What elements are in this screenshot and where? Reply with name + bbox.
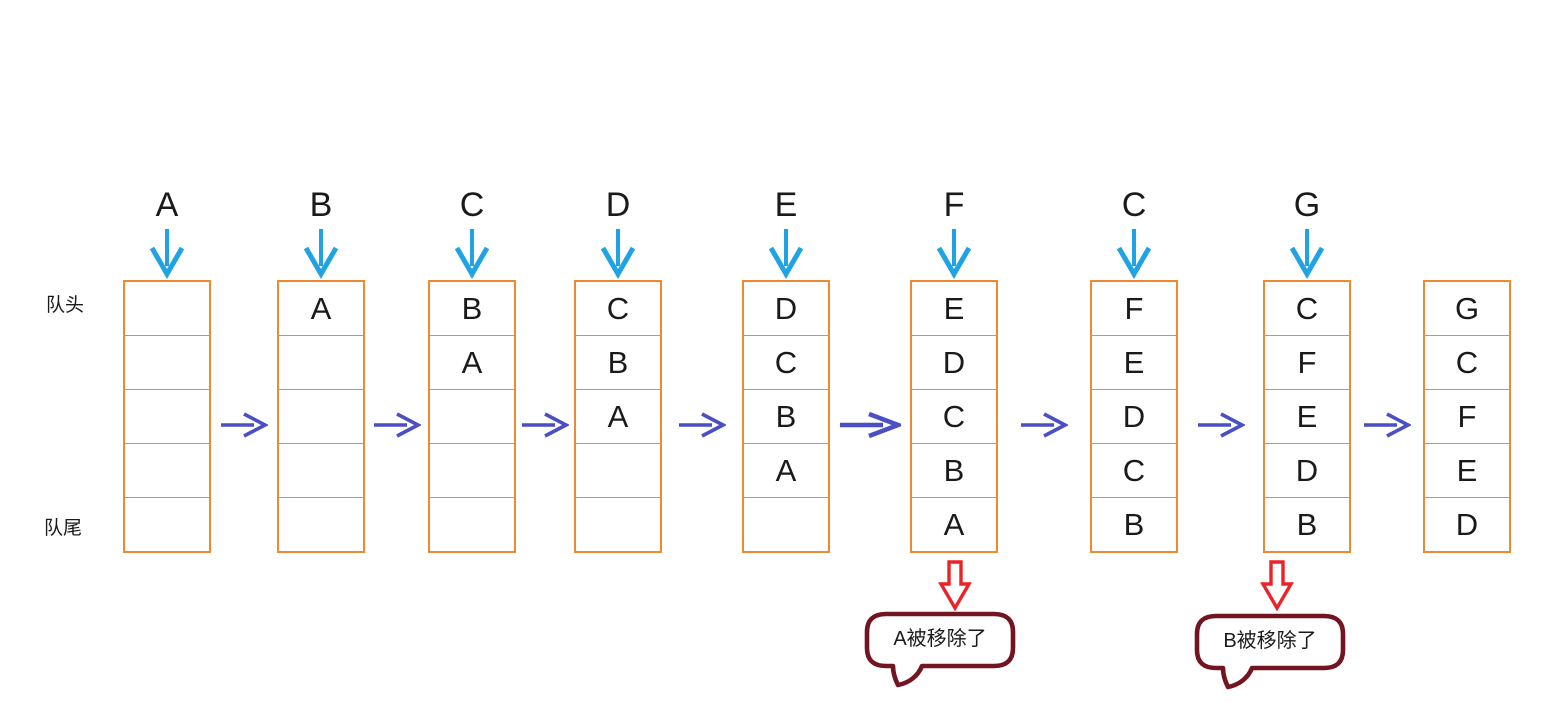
dequeue-arrow-icon — [938, 560, 972, 612]
queue-cell-9-5: D — [1455, 507, 1479, 542]
queue-cell-2-4 — [279, 444, 363, 498]
queue-column-1 — [123, 280, 211, 553]
queue-cell-6-2: D — [912, 336, 996, 390]
queue-cell-5-2: C — [744, 336, 828, 390]
incoming-letter: F — [943, 186, 965, 224]
queue-cell-8-3: E — [1265, 390, 1349, 444]
queue-cell-7-1: F — [1092, 282, 1176, 336]
queue-cell-5-4: A — [744, 444, 828, 498]
queue-column-2: A — [277, 280, 365, 553]
incoming-letter: B — [309, 186, 333, 224]
queue-cell-5-3: B — [744, 390, 828, 444]
queue-cell-4-5 — [576, 498, 660, 551]
incoming-letter: D — [605, 186, 631, 224]
queue-cell-3-5 — [430, 498, 514, 551]
dequeue-note: A被移除了 — [893, 628, 987, 650]
queue-cell-3-1: B — [430, 282, 514, 336]
queue-cell-1-4 — [125, 444, 209, 498]
incoming-letter: C — [459, 186, 485, 224]
enqueue-arrow-icon — [1289, 228, 1325, 280]
queue-cell-7-3: D — [1092, 390, 1176, 444]
speech-bubble — [1192, 612, 1348, 692]
dequeue-arrow-icon — [1260, 560, 1294, 612]
step-arrow-icon — [521, 411, 570, 439]
queue-cell-6-4: B — [912, 444, 996, 498]
queue-cell-3-3 — [430, 390, 514, 444]
step-arrow-icon — [1197, 411, 1246, 439]
queue-cell-8-1: C — [1265, 282, 1349, 336]
queue-cell-2-1: A — [279, 282, 363, 336]
queue-cell-4-3: A — [576, 390, 660, 444]
queue-cell-7-2: E — [1092, 336, 1176, 390]
step-arrow-icon — [220, 411, 269, 439]
queue-cell-1-3 — [125, 390, 209, 444]
queue-cell-3-2: A — [430, 336, 514, 390]
incoming-letter: G — [1293, 186, 1321, 224]
queue-cell-8-2: F — [1265, 336, 1349, 390]
enqueue-arrow-icon — [303, 228, 339, 280]
enqueue-arrow-icon — [768, 228, 804, 280]
queue-cell-3-4 — [430, 444, 514, 498]
dequeue-note: B被移除了 — [1223, 630, 1317, 652]
queue-cell-9-1: G — [1425, 282, 1509, 336]
queue-cell-9-2: C — [1425, 336, 1509, 390]
step-arrow-icon — [1363, 411, 1412, 439]
queue-cell-2-3 — [279, 390, 363, 444]
queue-cell-8-4: D — [1265, 444, 1349, 498]
queue-cell-4-1: C — [576, 282, 660, 336]
queue-cell-1-2 — [125, 336, 209, 390]
queue-cell-5-1: D — [744, 282, 828, 336]
queue-cell-9-4: E — [1425, 444, 1509, 498]
queue-cell-6-3: C — [912, 390, 996, 444]
queue-cell-7-4: C — [1092, 444, 1176, 498]
incoming-letter: C — [1121, 186, 1147, 224]
step-arrow-icon — [1020, 411, 1069, 439]
queue-cell-2-5 — [279, 498, 363, 551]
queue-cell-4-4 — [576, 444, 660, 498]
step-arrow-icon — [839, 411, 905, 439]
queue-tail-label: 队尾 — [44, 518, 83, 539]
enqueue-arrow-icon — [1116, 228, 1152, 280]
queue-cell-8-5: B — [1296, 507, 1318, 542]
queue-cell-1-1 — [125, 282, 209, 336]
queue-cell-6-1: E — [912, 282, 996, 336]
enqueue-arrow-icon — [600, 228, 636, 280]
step-arrow-icon — [373, 411, 422, 439]
queue-cell-5-5 — [744, 498, 828, 551]
incoming-letter: E — [774, 186, 798, 224]
step-arrow-icon — [678, 411, 727, 439]
queue-cell-1-5 — [125, 498, 209, 551]
enqueue-arrow-icon — [454, 228, 490, 280]
queue-cell-6-5: A — [943, 507, 965, 542]
queue-cell-9-3: F — [1425, 390, 1509, 444]
enqueue-arrow-icon — [149, 228, 185, 280]
queue-cell-7-5: B — [1123, 507, 1145, 542]
speech-bubble — [862, 610, 1018, 690]
enqueue-arrow-icon — [936, 228, 972, 280]
queue-cell-4-2: B — [576, 336, 660, 390]
incoming-letter: A — [155, 186, 179, 224]
queue-cell-2-2 — [279, 336, 363, 390]
queue-head-label: 队头 — [46, 295, 85, 316]
